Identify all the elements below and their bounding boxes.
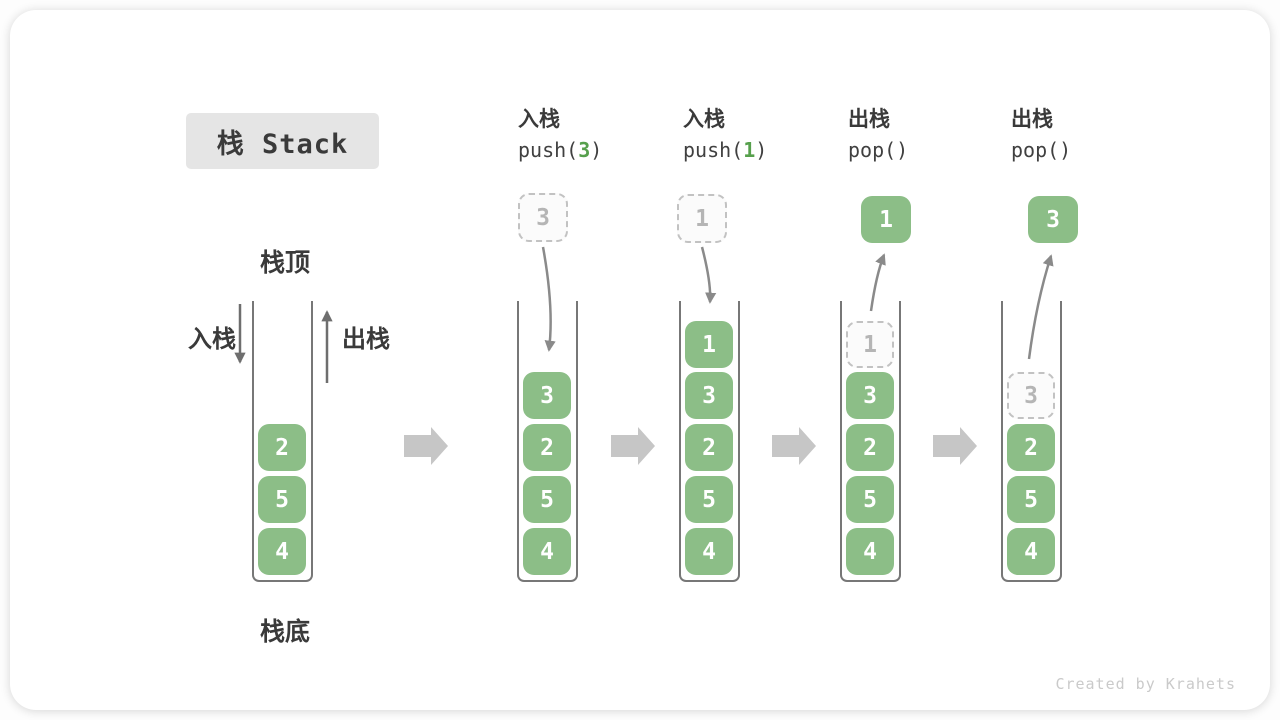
stack-cell: 1 <box>685 321 733 368</box>
stack-cell: 4 <box>846 528 894 575</box>
stack-cell: 2 <box>258 424 306 471</box>
popped-value-1: 1 <box>879 206 893 233</box>
code-post: ) <box>1059 138 1072 162</box>
op-cjk-label: 入栈 <box>683 107 725 131</box>
stack-1-initial: 2 5 4 <box>252 301 313 582</box>
stack-cell: 4 <box>523 528 571 575</box>
stack-cell: 2 <box>523 424 571 471</box>
ghost-cell: 1 <box>846 321 894 368</box>
code-post: ) <box>590 138 603 162</box>
stack-bottom-label: 栈底 <box>259 617 310 646</box>
code-post: ) <box>896 138 909 162</box>
stack-cell: 4 <box>685 528 733 575</box>
code-arg: 3 <box>578 138 591 162</box>
stack-cell: 4 <box>258 528 306 575</box>
stack-3-after-push-1: 1 3 2 5 4 <box>679 301 740 582</box>
pop-side-label: 出栈 <box>342 325 390 353</box>
op-code-label: push(3) <box>518 134 688 166</box>
op-cjk-label: 出栈 <box>1011 107 1053 131</box>
popped-value-3: 3 <box>1046 206 1060 233</box>
incoming-value-box-3: 3 <box>518 193 568 242</box>
watermark: Created by Krahets <box>1055 675 1236 693</box>
ghost-cell: 3 <box>1007 372 1055 419</box>
op-label-pop-2: 出栈 pop() <box>1011 104 1181 166</box>
op-cjk-label: 入栈 <box>518 107 560 131</box>
stack-cell: 3 <box>523 372 571 419</box>
stack-2-after-push-3: 3 2 5 4 <box>517 301 578 582</box>
op-label-pop-1: 出栈 pop() <box>848 104 1018 166</box>
stack-cell: 3 <box>685 372 733 419</box>
title-text: 栈 Stack <box>216 128 349 160</box>
code-pre: pop( <box>1011 138 1060 162</box>
stack-cell: 5 <box>258 476 306 523</box>
title-badge: 栈 Stack <box>186 113 379 169</box>
stack-cell: 5 <box>846 476 894 523</box>
stack-cell: 2 <box>1007 424 1055 471</box>
stack-top-label: 栈顶 <box>259 248 310 277</box>
stack-cell: 5 <box>1007 476 1055 523</box>
stack-4-after-pop-1: 1 3 2 5 4 <box>840 301 901 582</box>
stack-5-after-pop-3: 3 2 5 4 <box>1001 301 1062 582</box>
incoming-value-box-1: 1 <box>677 194 727 243</box>
stack-cell: 2 <box>846 424 894 471</box>
stack-cell: 3 <box>846 372 894 419</box>
push-side-label: 入栈 <box>188 325 236 353</box>
op-label-push-1: 入栈 push(1) <box>683 104 853 166</box>
code-pre: push( <box>683 138 744 162</box>
popped-value-box-1: 1 <box>861 196 911 243</box>
stack-cell: 5 <box>685 476 733 523</box>
op-code-label: pop() <box>1011 134 1181 166</box>
code-post: ) <box>755 138 768 162</box>
op-label-push-3: 入栈 push(3) <box>518 104 688 166</box>
stack-cell: 5 <box>523 476 571 523</box>
stack-cell: 4 <box>1007 528 1055 575</box>
code-arg: 1 <box>743 138 756 162</box>
op-cjk-label: 出栈 <box>848 107 890 131</box>
code-pre: pop( <box>848 138 897 162</box>
stack-cell: 2 <box>685 424 733 471</box>
code-pre: push( <box>518 138 579 162</box>
op-code-label: push(1) <box>683 134 853 166</box>
incoming-value-3: 3 <box>536 204 550 231</box>
incoming-value-1: 1 <box>695 205 709 232</box>
op-code-label: pop() <box>848 134 1018 166</box>
popped-value-box-3: 3 <box>1028 196 1078 243</box>
